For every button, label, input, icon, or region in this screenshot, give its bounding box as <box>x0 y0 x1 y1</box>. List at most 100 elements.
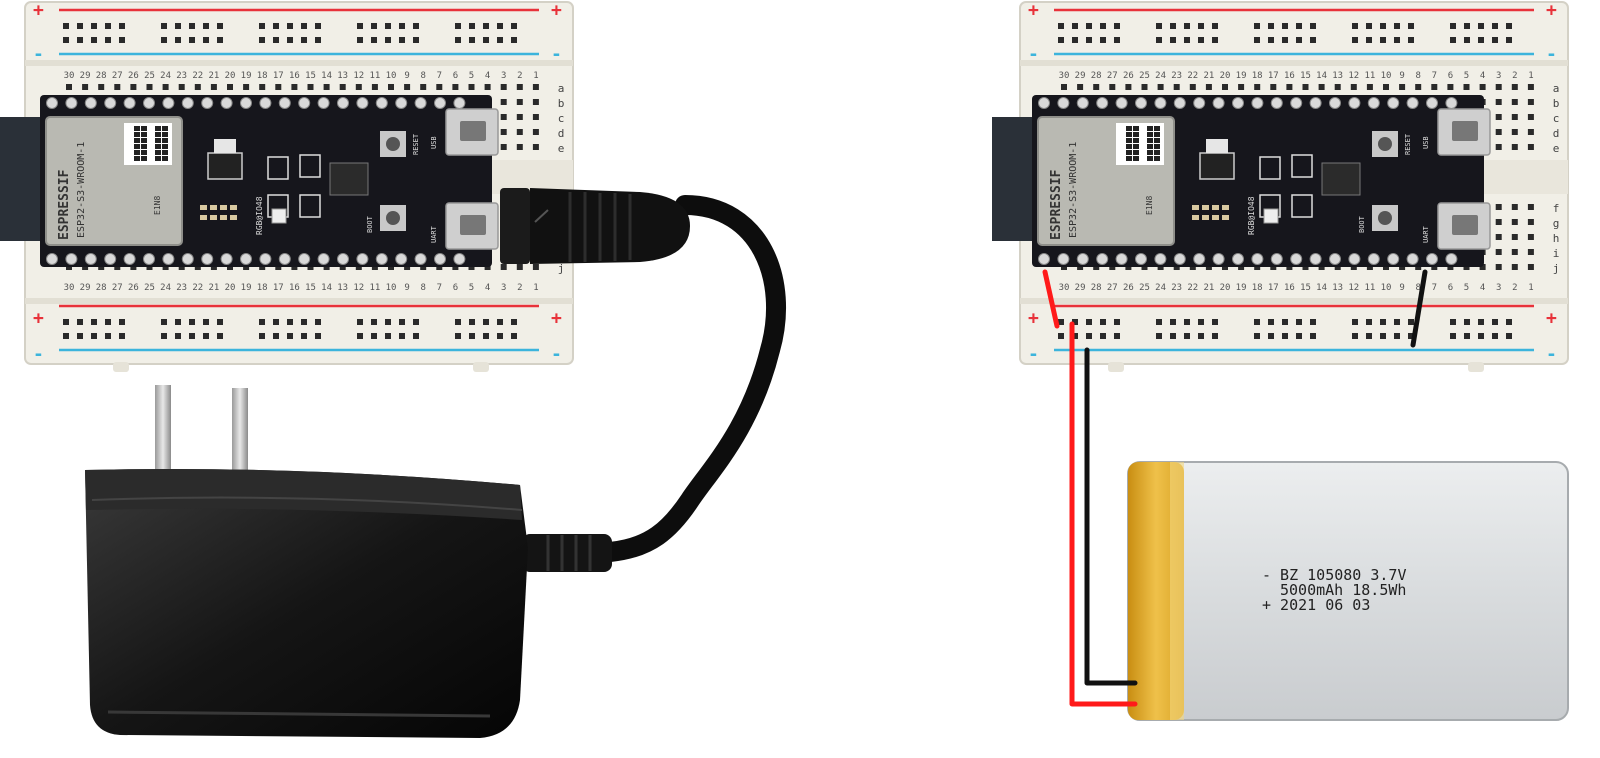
rail-hole <box>63 23 69 29</box>
rail-hole <box>1380 333 1386 339</box>
header-pin <box>1348 253 1361 265</box>
rail-hole <box>1072 333 1078 339</box>
header-pin <box>84 253 97 265</box>
column-number: 25 <box>1139 71 1150 81</box>
column-number: 19 <box>241 283 252 293</box>
terminal-hole <box>1511 84 1518 90</box>
terminal-hole <box>1350 84 1357 90</box>
row-letter: d <box>558 127 565 140</box>
column-number: 16 <box>289 283 300 293</box>
header-pin <box>1212 97 1225 109</box>
column-number: 26 <box>128 71 139 81</box>
rail-hole <box>315 37 321 43</box>
column-number: 1 <box>1528 283 1533 293</box>
rail-hole <box>189 37 195 43</box>
terminal-hole <box>404 84 411 90</box>
rail-hole <box>63 37 69 43</box>
column-number: 12 <box>353 283 364 293</box>
rail-hole <box>483 333 489 339</box>
header-pin <box>414 253 427 265</box>
rail-hole <box>1464 333 1470 339</box>
column-number: 12 <box>353 71 364 81</box>
column-number: 19 <box>1236 283 1247 293</box>
column-number: 3 <box>1496 71 1501 81</box>
header-pin <box>1135 253 1147 265</box>
rail-symbol: + <box>1028 308 1039 329</box>
rail-hole <box>1282 23 1288 29</box>
header-pin <box>1115 97 1128 109</box>
rail-hole <box>161 37 167 43</box>
wall-power-adapter-icon <box>85 385 528 738</box>
rail-hole <box>315 333 321 339</box>
row-letter: i <box>1553 247 1560 260</box>
column-number: 7 <box>1432 283 1437 293</box>
header-pin <box>46 97 58 109</box>
smd-component <box>1212 215 1219 220</box>
rail-hole <box>1156 23 1162 29</box>
rail-hole <box>1086 37 1092 43</box>
column-number: 2 <box>1512 283 1517 293</box>
rail-hole <box>1086 319 1092 325</box>
terminal-hole <box>516 129 523 135</box>
rail-hole <box>1184 333 1190 339</box>
terminal-hole <box>388 84 394 90</box>
rail-hole <box>273 333 279 339</box>
rail-hole <box>1100 319 1106 325</box>
rail-symbol: - <box>1028 44 1039 65</box>
module-brand-label: ESPRESSIF <box>57 169 72 240</box>
usb-cable-icon <box>500 188 787 572</box>
lipo-battery-icon: - BZ 105080 3.7V 5000mAh 18.5Wh + 2021 0… <box>1127 461 1569 721</box>
rail-symbol: - <box>1546 344 1557 365</box>
rail-hole <box>315 319 321 325</box>
rail-hole <box>259 319 265 325</box>
terminal-hole <box>339 84 346 90</box>
rail-hole <box>203 23 209 29</box>
column-number: 6 <box>453 283 458 293</box>
rail-hole <box>315 23 321 29</box>
header-pin <box>1290 253 1303 265</box>
header-pin <box>1348 97 1361 109</box>
header-pin <box>1270 253 1283 265</box>
terminal-hole <box>1334 84 1341 90</box>
rail-hole <box>1114 319 1120 325</box>
column-number: 30 <box>64 71 75 81</box>
rail-symbol: + <box>1028 0 1039 21</box>
rail-hole <box>413 319 419 325</box>
column-number: 21 <box>208 283 219 293</box>
row-letter: g <box>1553 217 1560 230</box>
rail-hole <box>1198 333 1204 339</box>
header-pin <box>123 253 136 265</box>
rail-hole <box>385 319 391 325</box>
header-pin <box>1057 253 1070 265</box>
column-number: 17 <box>273 71 284 81</box>
column-number: 13 <box>337 283 348 293</box>
column-number: 21 <box>208 71 219 81</box>
header-pin <box>1309 97 1322 109</box>
rail-hole <box>77 37 83 43</box>
column-number: 27 <box>112 283 123 293</box>
column-number: 25 <box>1139 283 1150 293</box>
terminal-hole <box>146 84 153 90</box>
terminal-hole <box>1495 144 1502 150</box>
rail-hole <box>455 319 461 325</box>
terminal-hole <box>1222 84 1228 90</box>
battery-wires <box>1042 269 1428 707</box>
terminal-hole <box>98 84 105 90</box>
smd-component <box>1192 205 1199 210</box>
column-number: 28 <box>1091 283 1102 293</box>
rail-hole <box>1450 333 1456 339</box>
rail-hole <box>469 319 475 325</box>
column-number: 6 <box>453 71 458 81</box>
column-number: 5 <box>1464 283 1469 293</box>
header-pin <box>259 97 272 109</box>
header-pin <box>1270 97 1283 109</box>
rail-hole <box>1072 23 1078 29</box>
rail-hole <box>1394 333 1400 339</box>
terminal-hole <box>1495 114 1502 120</box>
header-pin <box>1309 253 1322 265</box>
column-number: 26 <box>128 283 139 293</box>
terminal-hole <box>1527 249 1534 255</box>
terminal-hole <box>1527 234 1534 240</box>
terminal-hole <box>1511 219 1518 225</box>
rail-hole <box>1184 37 1190 43</box>
